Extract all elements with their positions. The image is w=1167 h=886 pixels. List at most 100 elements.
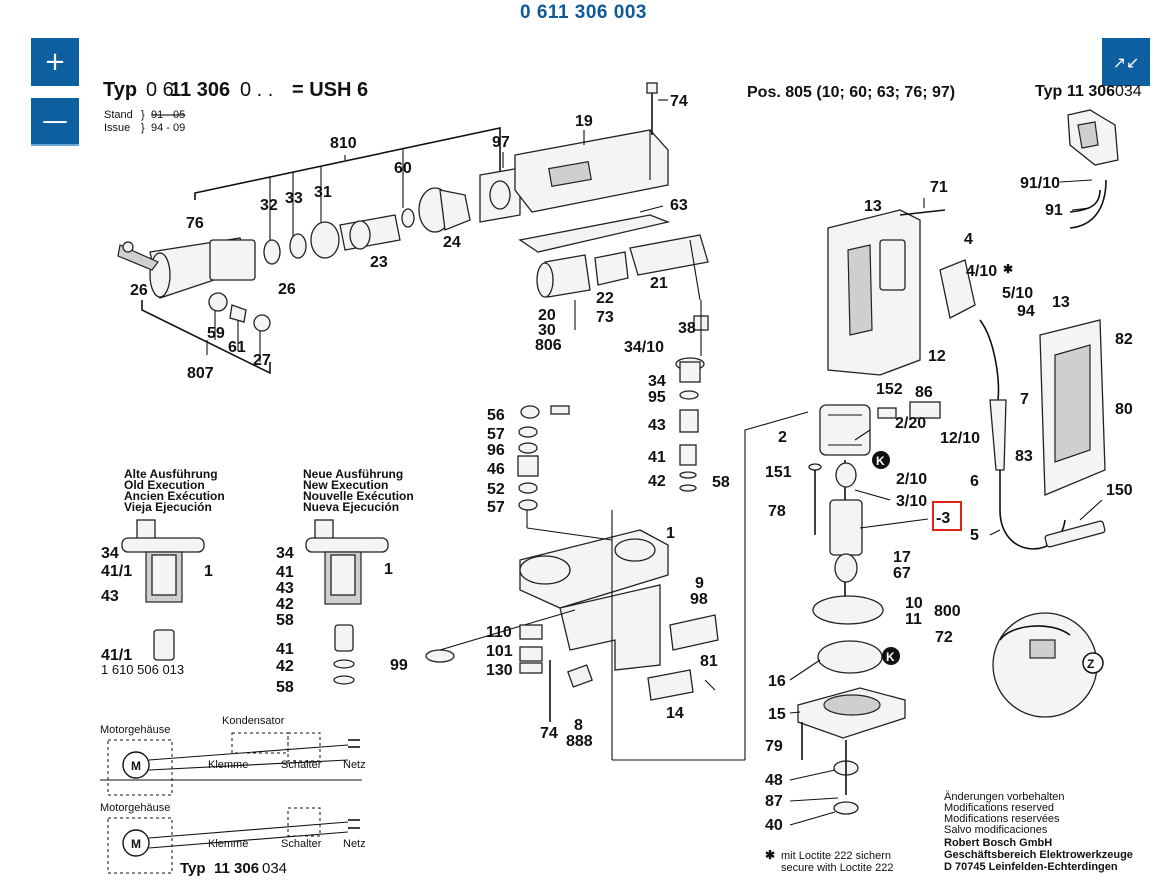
part-number-41-1: 1 610 506 013 xyxy=(101,662,184,677)
label-57-lower: 57 xyxy=(487,499,505,516)
label-43: 43 xyxy=(648,417,666,434)
svg-text:11 306: 11 306 xyxy=(170,79,230,101)
label-41: 41 xyxy=(648,449,666,466)
label-61: 61 xyxy=(228,339,246,356)
part-labels: 74 19 97 810 60 32 33 31 76 63 24 23 26 … xyxy=(130,93,1133,834)
label-38: 38 xyxy=(678,320,696,337)
fullscreen-button[interactable]: ↗↙ xyxy=(1102,38,1150,86)
old-exec-fr: Ancien Exécution xyxy=(124,489,225,503)
label-96: 96 xyxy=(487,442,505,459)
label-3-10: 3/10 xyxy=(896,493,927,510)
label-41-1-spare: 41/1 xyxy=(101,647,132,664)
loctite-symbol: ✱ xyxy=(765,848,775,862)
svg-text:✱: ✱ xyxy=(1003,262,1013,276)
leader-lines xyxy=(502,99,1103,826)
label-16: 16 xyxy=(768,673,786,690)
switch-label-1: Schalter xyxy=(281,759,322,771)
typ-right-number: 11 306 xyxy=(1067,83,1115,100)
mods-fr: Modifications reservées xyxy=(944,813,1060,825)
svg-text:K: K xyxy=(876,454,885,468)
typ-model: = USH 6 xyxy=(292,79,368,101)
label-7: 7 xyxy=(1020,391,1029,408)
typ-right-suffix: 034 xyxy=(1115,83,1142,100)
mods-de: Änderungen vorbehalten xyxy=(944,791,1064,803)
label-10: 10 xyxy=(905,595,923,612)
label-151: 151 xyxy=(765,464,792,481)
label-19: 19 xyxy=(575,113,593,130)
company-name: Robert Bosch GmbH xyxy=(944,837,1052,849)
label-2: 2 xyxy=(778,429,787,446)
motor-assembly-drawing xyxy=(744,209,1106,815)
motor-housing-label-1: Motorgehäuse xyxy=(100,724,170,736)
label-15: 15 xyxy=(768,706,786,723)
label-80: 80 xyxy=(1115,401,1133,418)
label-1-new: 1 xyxy=(384,561,393,578)
typ-right-prefix: Typ xyxy=(1035,83,1062,100)
new-execution-detail: Neue Ausführung New Execution Nouvelle E… xyxy=(276,467,414,696)
label-95: 95 xyxy=(648,389,666,406)
label-57: 57 xyxy=(487,426,505,443)
label-60: 60 xyxy=(394,160,412,177)
label-58: 58 xyxy=(712,474,730,491)
wiring-diagram-1: Motorgehäuse Kondensator M Klemme Schalt… xyxy=(100,715,366,796)
label-23: 23 xyxy=(370,254,388,271)
label-13: 13 xyxy=(864,198,882,215)
label-82: 82 xyxy=(1115,331,1133,348)
label-26-left: 26 xyxy=(130,282,148,299)
mains-label-2: Netz xyxy=(343,838,366,850)
svg-text:M: M xyxy=(131,759,141,773)
label-11: 11 xyxy=(905,611,922,628)
svg-text:0 6: 0 6 xyxy=(146,79,174,101)
mains-label-1: Netz xyxy=(343,759,366,771)
label-101: 101 xyxy=(486,643,513,660)
label-41-new: 41 xyxy=(276,564,294,581)
label-1-old: 1 xyxy=(204,563,213,580)
label-86: 86 xyxy=(915,384,933,401)
typ-prefix: Typ xyxy=(103,79,137,101)
label-4: 4 xyxy=(964,231,973,248)
company-address: D 70745 Leinfelden-Echterdingen xyxy=(944,861,1118,873)
expand-arrows-icon: ↗↙ xyxy=(1112,52,1140,72)
wiring-diagram-2: Motorgehäuse M Klemme Schalter Netz Typ … xyxy=(100,802,366,877)
label-110: 110 xyxy=(486,624,512,641)
zoom-out-button[interactable]: — xyxy=(31,98,79,146)
label-42: 42 xyxy=(648,473,666,490)
label-81: 81 xyxy=(700,653,718,670)
loctite-de: mit Loctite 222 sichern xyxy=(781,850,891,862)
label-42-spare: 42 xyxy=(276,658,294,675)
stand-value: 91 - 05 xyxy=(151,109,185,121)
old-exec-de: Alte Ausführung xyxy=(124,467,218,481)
label-58-new: 58 xyxy=(276,612,294,629)
terminal-label-2: Klemme xyxy=(208,838,248,850)
mods-es: Salvo modificaciones xyxy=(944,824,1048,836)
label-24: 24 xyxy=(443,234,461,251)
typ-suffix: 0 . . xyxy=(240,79,273,101)
label-3: -3 xyxy=(936,510,950,527)
new-exec-en: New Execution xyxy=(303,478,388,492)
svg-text:Z: Z xyxy=(1087,657,1094,671)
label-14: 14 xyxy=(666,705,684,722)
label-12-10: 12/10 xyxy=(940,430,980,447)
label-41-spare: 41 xyxy=(276,641,294,658)
label-78: 78 xyxy=(768,503,786,520)
label-52: 52 xyxy=(487,481,505,498)
label-43-new: 43 xyxy=(276,580,294,597)
label-2-20: 2/20 xyxy=(895,415,926,432)
plus-icon: + xyxy=(44,47,66,77)
new-exec-de: Neue Ausführung xyxy=(303,467,403,481)
typ-bottom-suffix: 034 xyxy=(262,860,287,877)
switch-label-2: Schalter xyxy=(281,838,322,850)
new-exec-es: Nueva Ejecución xyxy=(303,500,399,514)
capacitor-label: Kondensator xyxy=(222,715,285,727)
label-76: 76 xyxy=(186,215,204,232)
zoom-in-button[interactable]: + xyxy=(31,38,79,86)
label-810: 810 xyxy=(330,135,357,152)
terminal-label-1: Klemme xyxy=(208,759,248,771)
label-5: 5 xyxy=(970,527,979,544)
svg-text:Typ: Typ xyxy=(103,79,137,101)
z-marker: Z xyxy=(1082,652,1104,674)
typ-bottom-prefix: Typ xyxy=(180,860,206,877)
label-40: 40 xyxy=(765,817,783,834)
label-56: 56 xyxy=(487,407,505,424)
